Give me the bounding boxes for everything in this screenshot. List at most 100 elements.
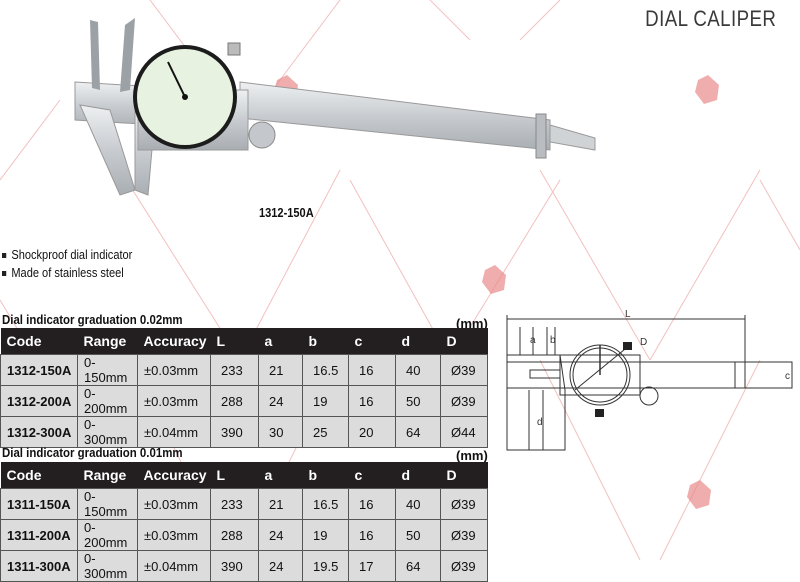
dial-caliper-photo xyxy=(74,18,596,196)
table-cell: 0-200mm xyxy=(77,519,138,551)
column-header: Range xyxy=(77,462,138,489)
table-cell: ±0.04mm xyxy=(137,550,211,582)
column-header: d xyxy=(395,328,441,355)
column-header: D xyxy=(440,328,488,355)
table-cell: 64 xyxy=(395,416,441,448)
column-header: Code xyxy=(0,328,78,355)
column-header: L xyxy=(210,462,259,489)
bullet-icon xyxy=(2,271,7,277)
column-header: a xyxy=(258,328,303,355)
table-cell: Ø39 xyxy=(440,385,488,417)
column-header: b xyxy=(302,462,349,489)
table-cell: 16.5 xyxy=(302,354,349,386)
table-cell: ±0.03mm xyxy=(137,385,211,417)
column-header: D xyxy=(440,462,488,489)
table-cell: 25 xyxy=(302,416,349,448)
table-unit: (mm) xyxy=(456,448,488,463)
table-cell: 1311-200A xyxy=(0,519,78,551)
table-title: Dial indicator graduation 0.01mm xyxy=(2,445,183,460)
table-cell: 288 xyxy=(210,519,259,551)
feature-text: Shockproof dial indicator xyxy=(11,247,133,262)
feature-item: Made of stainless steel xyxy=(2,264,132,282)
table-cell: 16 xyxy=(348,488,396,520)
table-cell: 1312-200A xyxy=(0,385,78,417)
column-header: a xyxy=(258,462,303,489)
table-cell: 19.5 xyxy=(302,550,349,582)
table-cell: ±0.03mm xyxy=(137,354,211,386)
feature-text: Made of stainless steel xyxy=(11,265,124,280)
bullet-icon xyxy=(2,253,7,259)
table-cell: 64 xyxy=(395,550,441,582)
table-cell: 24 xyxy=(258,385,303,417)
table-cell: 24 xyxy=(258,519,303,551)
caliper-dimension-diagram: L a b c d D xyxy=(506,309,793,451)
dim-label-c: c xyxy=(785,371,790,382)
table-cell: 17 xyxy=(348,550,396,582)
dim-label-b: b xyxy=(550,335,556,346)
product-caption: 1312-150A xyxy=(259,205,314,220)
table-cell: Ø39 xyxy=(440,354,488,386)
table-cell: 0-150mm xyxy=(77,354,138,386)
table-cell: 50 xyxy=(395,519,441,551)
table-cell: 16.5 xyxy=(302,488,349,520)
table-cell: 1312-150A xyxy=(0,354,78,386)
dim-label-a: a xyxy=(530,335,536,346)
table-cell: 390 xyxy=(210,416,259,448)
table-cell: 24 xyxy=(258,550,303,582)
table-cell: 0-150mm xyxy=(77,488,138,520)
table-cell: 19 xyxy=(302,519,349,551)
table-cell: 390 xyxy=(210,550,259,582)
table-cell: 288 xyxy=(210,385,259,417)
dim-label-d: d xyxy=(537,417,543,428)
table-cell: 16 xyxy=(348,519,396,551)
table-cell: 40 xyxy=(395,354,441,386)
table-cell: Ø39 xyxy=(440,519,488,551)
table-cell: 0-300mm xyxy=(77,416,138,448)
table-cell: 0-200mm xyxy=(77,385,138,417)
table-cell: 21 xyxy=(258,354,303,386)
column-header: Accuracy xyxy=(137,462,211,489)
feature-list: Shockproof dial indicator Made of stainl… xyxy=(2,246,155,282)
table-cell: Ø39 xyxy=(440,488,488,520)
table-cell: 233 xyxy=(210,354,259,386)
table-cell: ±0.03mm xyxy=(137,488,211,520)
table-cell: 50 xyxy=(395,385,441,417)
table-unit: (mm) xyxy=(456,316,488,331)
table-cell: 21 xyxy=(258,488,303,520)
feature-item: Shockproof dial indicator xyxy=(2,246,132,264)
table-cell: 20 xyxy=(348,416,396,448)
column-header: c xyxy=(348,462,396,489)
column-header: c xyxy=(348,328,396,355)
table-title: Dial indicator graduation 0.02mm xyxy=(2,312,183,327)
table-cell: 40 xyxy=(395,488,441,520)
table-cell: 233 xyxy=(210,488,259,520)
table-cell: 1312-300A xyxy=(0,416,78,448)
column-header: L xyxy=(210,328,259,355)
table-cell: 16 xyxy=(348,385,396,417)
column-header: d xyxy=(395,462,441,489)
column-header: b xyxy=(302,328,349,355)
page-title: DIAL CALIPER xyxy=(644,6,776,31)
table-cell: 19 xyxy=(302,385,349,417)
table-cell: 1311-150A xyxy=(0,488,78,520)
table-cell: 1311-300A xyxy=(0,550,78,582)
table-cell: Ø44 xyxy=(440,416,488,448)
column-header: Range xyxy=(77,328,138,355)
column-header: Accuracy xyxy=(137,328,211,355)
table-cell: ±0.04mm xyxy=(137,416,211,448)
dim-label-D: D xyxy=(640,337,647,348)
column-header: Code xyxy=(0,462,78,489)
table-cell: 30 xyxy=(258,416,303,448)
table-cell: 0-300mm xyxy=(77,550,138,582)
table-cell: ±0.03mm xyxy=(137,519,211,551)
